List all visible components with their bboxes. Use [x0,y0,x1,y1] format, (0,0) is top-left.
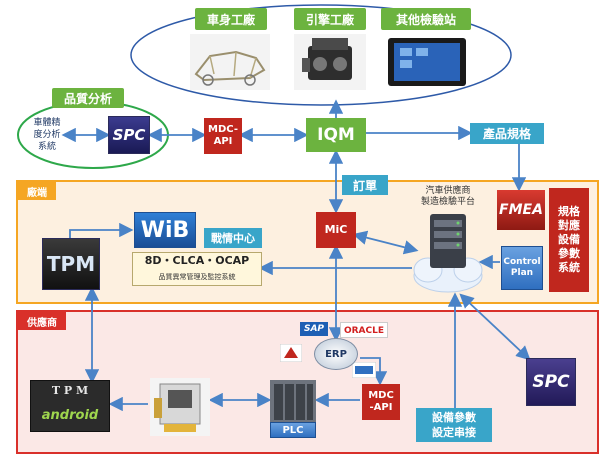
clca-title: 8D・CLCA・OCAP [144,254,250,267]
vehicle-analysis-system: 車體精 度分析 系統 [33,118,61,152]
other-station-label: 其他檢驗站 [381,8,471,30]
spc-bottom-tile: SPC [526,358,576,406]
product-spec-label: 產品規格 [470,123,544,144]
spec-mapping-system: 規格 對應 設備 參數 系統 [549,188,589,292]
car-body-image [190,34,270,90]
erp-vendor-icon-left [280,344,302,362]
erp-hub: ERP [314,338,358,370]
fmea-box: FMEA [497,190,545,230]
erp-vendor-icon-right [352,362,376,378]
platform-caption: 汽車供應商 製造檢驗平台 [420,186,475,207]
body-plant-label: 車身工廠 [195,8,267,30]
clca-subtitle: 品質異常管理及監控系統 [158,273,236,281]
clca-box [132,252,262,286]
mic-box: MiC [316,212,356,248]
factory-zone-tag: 廠端 [18,182,56,200]
tpm-logo: TPM [42,238,100,290]
plc-label: PLC [270,422,316,438]
supplier-zone-tag: 供應商 [18,312,66,330]
plant-ellipse [130,4,512,106]
device-params-label: 設備參數 設定串接 [416,408,492,442]
tablet-image [388,38,466,86]
order-label: 訂單 [342,175,388,195]
war-center-label: 戰情中心 [204,228,262,248]
machine-image [150,378,210,436]
control-plan-box: Control Plan [501,246,543,290]
wib-logo: WiB [134,212,196,248]
mdc-api-top: MDC- API [204,118,242,154]
server-cloud-icon [413,214,483,293]
tpm-android-box [30,380,110,432]
oracle-logo: ORACLE [340,322,388,338]
spc-top-tile: SPC [108,116,150,154]
sap-logo: SAP [300,322,328,336]
engine-plant-label: 引擎工廠 [294,8,366,30]
tpm-android-letters: T P M [51,384,89,397]
engine-image [294,34,366,90]
quality-analysis-label: 品質分析 [52,88,124,108]
tpm-android-word: android [41,408,99,423]
mdc-api-bottom: MDC -API [362,384,400,420]
plc-device [270,380,316,424]
iqm-box: IQM [306,118,366,152]
